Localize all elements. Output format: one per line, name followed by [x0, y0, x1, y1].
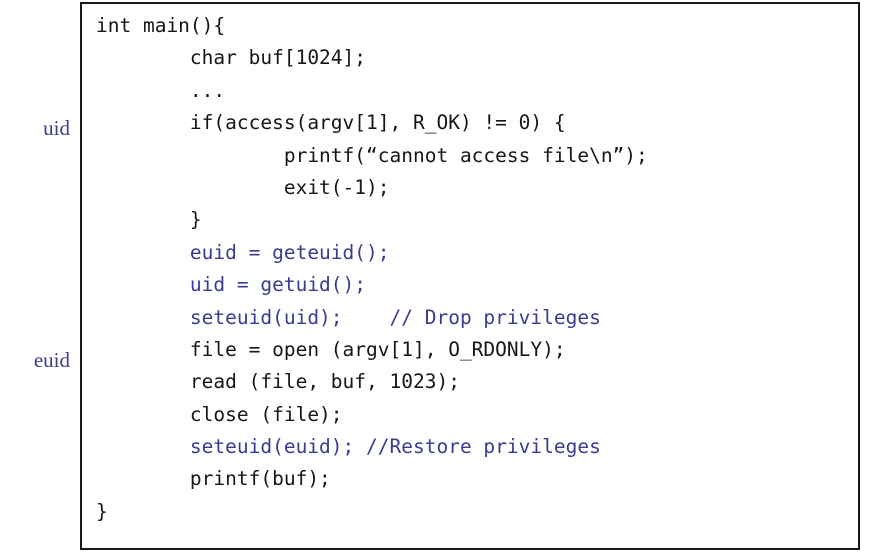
code-line: if(access(argv[1], R_OK) != 0) { [96, 111, 566, 135]
code-line: seteuid(euid); //Restore privileges [96, 435, 601, 459]
code-box: int main(){ char buf[1024]; ... if(acces… [80, 2, 860, 550]
annotation-label-uid: uid [43, 116, 70, 140]
code-line: } [96, 499, 108, 523]
annotation-gutter: uid euid [0, 0, 78, 558]
code-line: euid = geteuid(); [96, 240, 390, 264]
code-line: char buf[1024]; [96, 46, 367, 70]
code-line: int main(){ [96, 14, 226, 37]
code-line: file = open (argv[1], O_RDONLY); [96, 337, 566, 361]
code-line: close (file); [96, 402, 343, 426]
code-line: read (file, buf, 1023); [96, 370, 460, 394]
code-line: printf(“cannot access file\n”); [96, 143, 648, 167]
code-line: printf(buf); [96, 467, 331, 491]
code-line: ... [96, 78, 226, 102]
annotation-label-euid: euid [33, 348, 70, 372]
code-line: } [96, 208, 202, 232]
code-line: seteuid(uid); // Drop privileges [96, 305, 601, 329]
code-listing: int main(){ char buf[1024]; ... if(acces… [96, 10, 858, 528]
code-line: exit(-1); [96, 175, 390, 199]
code-line: uid = getuid(); [96, 273, 367, 297]
